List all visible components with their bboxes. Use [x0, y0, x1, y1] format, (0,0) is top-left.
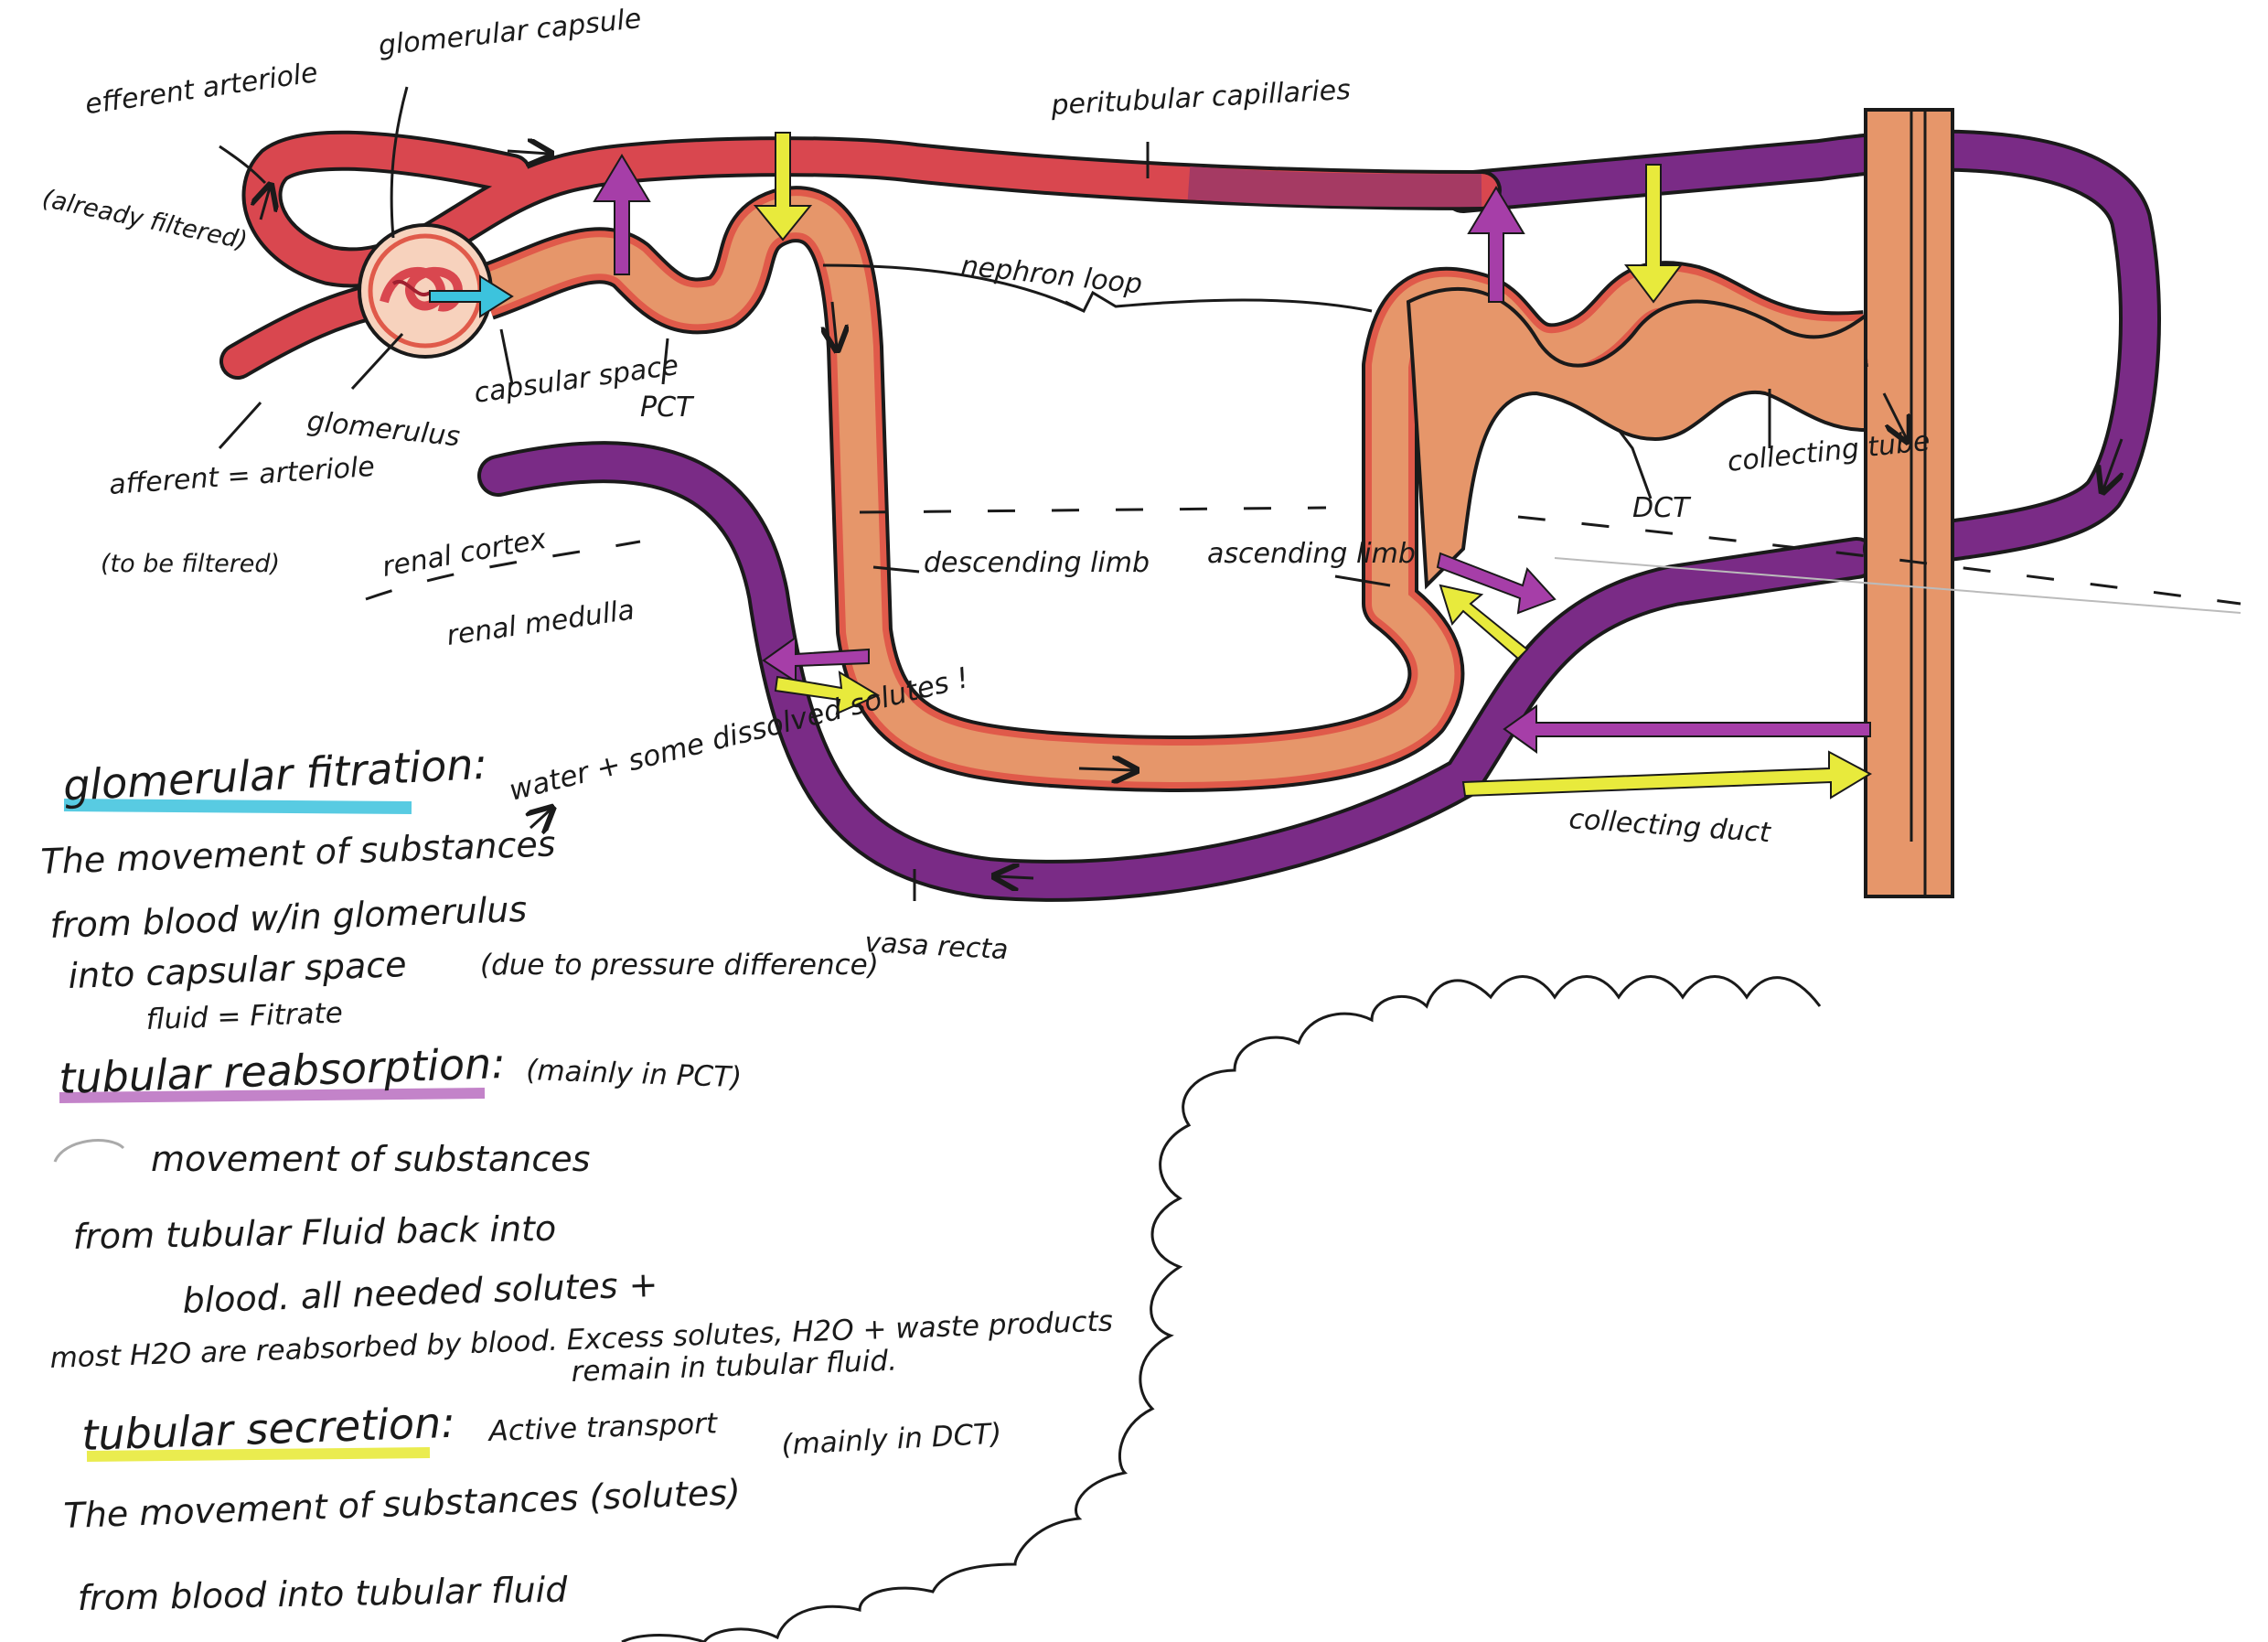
- dct-body: [1406, 287, 1867, 590]
- label-efferent-arteriole: efferent arteriole: [83, 57, 320, 121]
- note-tubular-reabsorption-line3: blood. all needed solutes +: [182, 1264, 658, 1321]
- note-glomerular-filtration-fluid: fluid = Fitrate: [145, 997, 343, 1036]
- secretion-arrow-dct: [1624, 164, 1683, 304]
- note-tubular-reabsorption-location: (mainly in PCT): [526, 1054, 743, 1094]
- reabsorption-arrow-descending: [762, 636, 870, 683]
- label-pct: PCT: [640, 392, 695, 424]
- collecting-duct-tube: [1864, 108, 1954, 898]
- secretion-arrow-pct: [753, 132, 813, 241]
- secretion-arrow-ascending: [1439, 584, 1529, 660]
- note-tubular-reabsorption-line1: movement of substances: [151, 1139, 590, 1179]
- note-tubular-reabsorption-line2: from tubular Fluid back into: [72, 1208, 556, 1257]
- note-glomerular-filtration-line2: from blood w/in glomerulus: [49, 889, 528, 946]
- label-afferent-arteriole: afferent = arteriole: [108, 451, 376, 501]
- label-dct: DCT: [1632, 492, 1692, 524]
- secretion-arrow-collecting: [1461, 750, 1873, 800]
- note-glomerular-filtration-heading: glomerular fitration:: [62, 739, 488, 810]
- reabsorption-arrow-dct: [1467, 186, 1525, 303]
- torn-paper-edge: [621, 975, 1822, 1642]
- label-glomerulus: glomerulus: [305, 405, 461, 453]
- label-nephron-loop: nephron loop: [959, 250, 1143, 301]
- label-afferent-note: (to be filtered): [101, 550, 280, 578]
- reabsorption-arrow-collecting: [1503, 704, 1871, 754]
- note-glomerular-filtration-line1: The movement of substances: [40, 823, 556, 882]
- note-glomerular-filtration-pressure: (due to pressure difference): [480, 949, 879, 982]
- label-ascending-limb: ascending limb: [1207, 538, 1416, 570]
- note-tubular-secretion-location: (mainly in DCT): [781, 1417, 1003, 1462]
- reabsorption-arrow-pct: [593, 154, 651, 275]
- glomerulus-shape: [380, 266, 463, 312]
- label-glomerular-capsule: glomerular capsule: [377, 3, 643, 62]
- label-peritubular-capillaries: peritubular capillaries: [1050, 74, 1352, 122]
- note-tubular-secretion-line2: from blood into tubular fluid: [77, 1570, 568, 1618]
- note-tubular-secretion-subheading: Active transport: [487, 1407, 719, 1448]
- filtration-arrow: [429, 274, 514, 318]
- secretion-arrow-descending: [774, 671, 881, 715]
- note-glomerular-filtration-line3: into capsular space: [68, 944, 407, 996]
- label-renal-medulla: renal medulla: [444, 594, 637, 651]
- label-collecting-duct: collecting duct: [1567, 803, 1772, 849]
- label-vasa-recta: vasa recta: [864, 927, 1010, 966]
- reabsorption-arrow-ascending: [1436, 552, 1557, 615]
- smudge-mark: [53, 1139, 125, 1163]
- label-descending-limb: descending limb: [924, 547, 1150, 579]
- label-renal-cortex: renal cortex: [380, 523, 549, 584]
- note-tubular-secretion-line1: The movement of substances (solutes): [63, 1472, 742, 1536]
- label-efferent-note: (already filtered): [40, 185, 251, 256]
- cortex-medulla-boundary: [365, 506, 2241, 606]
